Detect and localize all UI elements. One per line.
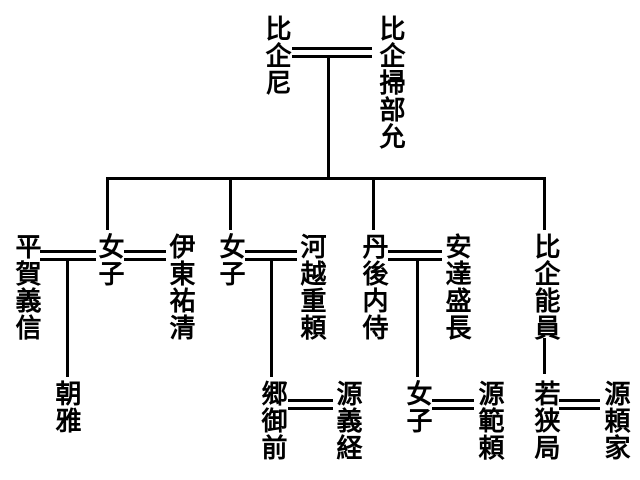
person-daughter2: 女子 [216, 233, 246, 287]
drop-line-hiki-yoshikazu [543, 177, 546, 230]
marriage-line-wakasa-yoriie [559, 399, 600, 410]
marriage-line-gogozen-yoshitsune [288, 399, 333, 410]
descent-line-top-couple [327, 56, 330, 180]
person-ito-sukekiyo: 伊東祐清 [166, 233, 196, 341]
person-kawagoe-shigeyori: 河越重頼 [297, 233, 327, 341]
person-hiki-yoshikazu: 比企能員 [531, 233, 561, 341]
person-go-gozen: 郷御前 [258, 380, 288, 461]
person-hiki-kamon-no-jo: 比企掃部允 [376, 15, 406, 150]
person-minamoto-no-noriyori: 源範頼 [475, 380, 505, 461]
person-tomomasa: 朝雅 [52, 380, 82, 434]
person-adachi-morinaga: 安達盛長 [442, 233, 472, 341]
person-hiraga-yoshinobu: 平賀義信 [12, 233, 42, 341]
person-tango-no-naishi: 丹後内侍 [359, 233, 389, 341]
descent-line-daughter3 [416, 259, 419, 377]
drop-line-daughter1 [106, 177, 109, 230]
descent-line-tomomasa [66, 259, 69, 377]
person-minamoto-no-yoriie: 源頼家 [601, 380, 631, 461]
descent-line-wakasa-no-tsubone [543, 338, 546, 374]
marriage-line-daughter3-noriyori [432, 399, 474, 410]
person-hiki-no-ama: 比企尼 [262, 15, 292, 96]
marriage-line-tango-adachi [388, 250, 442, 261]
marriage-line-daughter1-ito [124, 250, 166, 261]
descent-line-go-gozen [270, 259, 273, 377]
marriage-line-hiki-couple [292, 47, 372, 58]
person-daughter3: 女子 [403, 380, 433, 434]
drop-line-daughter2 [229, 177, 232, 230]
person-daughter1: 女子 [95, 233, 125, 287]
person-wakasa-no-tsubone: 若狭局 [531, 380, 561, 461]
sibling-bar [106, 177, 546, 180]
person-minamoto-no-yoshitsune: 源義経 [333, 380, 363, 461]
drop-line-tango-no-naishi [372, 177, 375, 230]
